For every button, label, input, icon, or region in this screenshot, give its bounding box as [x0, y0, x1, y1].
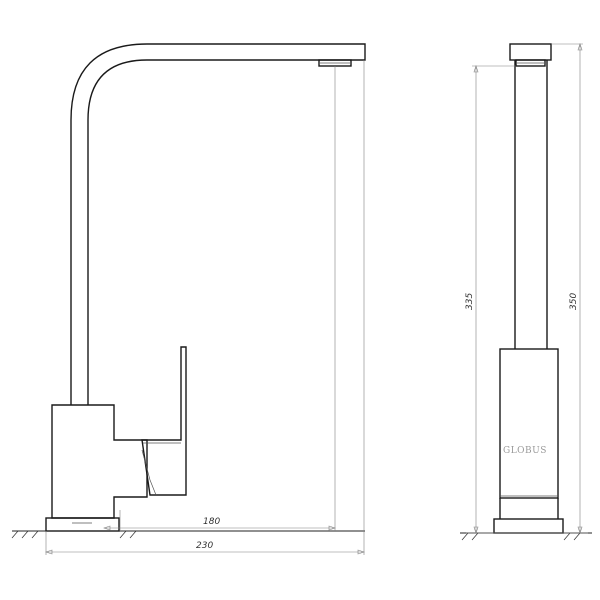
front-ground-hatch	[11, 530, 137, 539]
side-body	[499, 348, 559, 499]
lever-handle	[141, 346, 187, 496]
dim-label-335: 335	[465, 293, 475, 310]
base-plate	[45, 517, 120, 532]
side-ground-hatch	[461, 532, 581, 541]
spout-outline	[70, 43, 366, 405]
side-view: GLOBUS 335 350	[460, 43, 592, 541]
body-block	[51, 404, 148, 519]
dim-label-350: 350	[569, 293, 579, 310]
lever-detail	[141, 449, 157, 496]
dim-label-230: 230	[196, 541, 213, 551]
side-base-plate	[493, 518, 564, 534]
brand-label: GLOBUS	[503, 446, 547, 456]
front-view: 180 230	[11, 43, 366, 555]
side-aerator	[515, 59, 546, 67]
dim-label-180: 180	[203, 517, 220, 527]
side-spout-head	[509, 43, 552, 61]
